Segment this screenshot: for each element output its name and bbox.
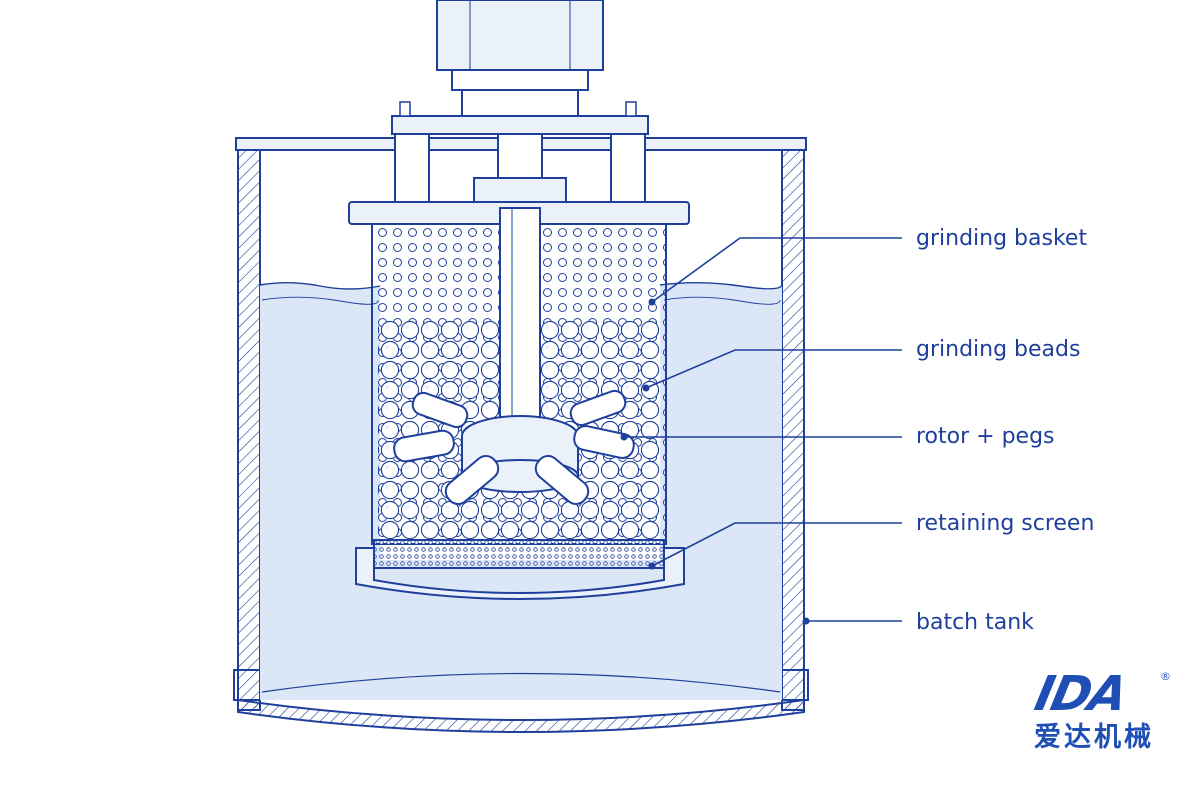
registered-mark: ® bbox=[1160, 670, 1171, 683]
logo-mark: IDA bbox=[1030, 668, 1130, 720]
label-grinding-beads: grinding beads bbox=[916, 337, 1080, 363]
label-rotor-pegs: rotor + pegs bbox=[916, 424, 1055, 450]
label-batch-tank: batch tank bbox=[916, 610, 1034, 636]
motor-drive bbox=[392, 0, 648, 208]
label-grinding-basket: grinding basket bbox=[916, 226, 1087, 252]
logo-chinese-name: 爱达机械 bbox=[1034, 722, 1154, 754]
brand-logo: IDA ® 爱达机械 bbox=[1030, 668, 1180, 788]
label-retaining-screen: retaining screen bbox=[916, 511, 1094, 537]
